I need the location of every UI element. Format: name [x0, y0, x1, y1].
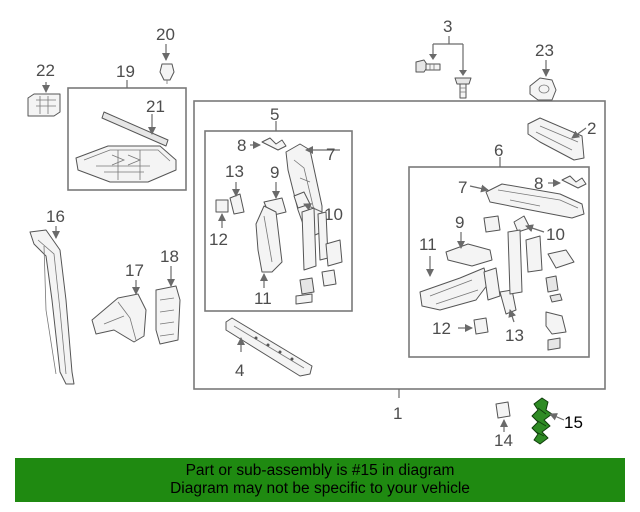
banner-line-1: Part or sub-assembly is #15 in diagram: [185, 462, 455, 479]
callout-8a[interactable]: 8: [237, 136, 246, 155]
part-3-bolt-b: [454, 77, 472, 99]
part-7-apron-right: [485, 183, 585, 219]
callout-14[interactable]: 14: [494, 431, 513, 450]
part-4-rail: [225, 317, 313, 377]
callout-2[interactable]: 2: [587, 119, 596, 138]
part-11-rail-right: [419, 267, 489, 311]
callout-22[interactable]: 22: [36, 61, 55, 80]
part-20-clip: [159, 63, 175, 84]
part-8-reinforcement-right: [561, 175, 587, 189]
callout-18[interactable]: 18: [160, 247, 179, 266]
part-17-bracket: [91, 293, 147, 343]
part-23-nut: [529, 77, 557, 101]
callout-23[interactable]: 23: [535, 41, 554, 60]
part-small-right-group: [483, 215, 575, 351]
callout-7b[interactable]: 7: [458, 178, 467, 197]
part-small-left-group: [295, 207, 343, 305]
part-3-bolt-a: [415, 59, 441, 73]
part-12-plate-right: [473, 317, 489, 335]
part-21-strip: [101, 111, 169, 147]
info-banner: Part or sub-assembly is #15 in diagram D…: [15, 458, 625, 502]
callout-10b[interactable]: 10: [546, 225, 565, 244]
part-13-bracket-left: [229, 193, 245, 215]
callout-12b[interactable]: 12: [432, 319, 451, 338]
part-9-bracket-right: [445, 243, 493, 267]
callout-12a[interactable]: 12: [209, 230, 228, 249]
banner-line-2: Diagram may not be specific to your vehi…: [170, 480, 470, 497]
callout-4[interactable]: 4: [235, 361, 244, 380]
callout-20[interactable]: 20: [156, 25, 175, 44]
callout-3[interactable]: 3: [443, 17, 452, 36]
callout-15[interactable]: 15: [564, 413, 583, 432]
part-19-floor-panel: [75, 145, 177, 183]
part-14-clip: [495, 401, 511, 419]
subassembly-box-6: [408, 166, 590, 358]
subassembly-box-5: [204, 130, 353, 312]
callout-13a[interactable]: 13: [225, 162, 244, 181]
callout-6[interactable]: 6: [494, 141, 503, 160]
callout-11a[interactable]: 11: [254, 289, 272, 308]
part-16-pillar: [29, 229, 75, 385]
callout-1[interactable]: 1: [393, 404, 402, 423]
callout-13b[interactable]: 13: [505, 326, 524, 345]
part-11-rail-left: [255, 205, 283, 273]
callout-7a[interactable]: 7: [326, 145, 335, 164]
part-2-bracket: [527, 117, 585, 161]
part-15-highlighted[interactable]: [531, 397, 553, 445]
callout-10a[interactable]: 10: [324, 205, 343, 224]
callout-8b[interactable]: 8: [534, 174, 543, 193]
callout-9b[interactable]: 9: [455, 213, 464, 232]
callout-16[interactable]: 16: [46, 207, 65, 226]
callout-9a[interactable]: 9: [270, 163, 279, 182]
callout-21[interactable]: 21: [146, 97, 165, 116]
callout-11b[interactable]: 11: [419, 235, 437, 254]
part-18-bracket: [155, 285, 181, 345]
part-8-reinforcement-left: [261, 137, 287, 151]
part-22-bracket: [27, 93, 61, 117]
part-12-plate-left: [215, 199, 229, 213]
part-10-gusset-right: [513, 215, 531, 233]
callout-5[interactable]: 5: [270, 105, 279, 124]
callout-19[interactable]: 19: [116, 62, 135, 81]
callout-17[interactable]: 17: [125, 261, 144, 280]
